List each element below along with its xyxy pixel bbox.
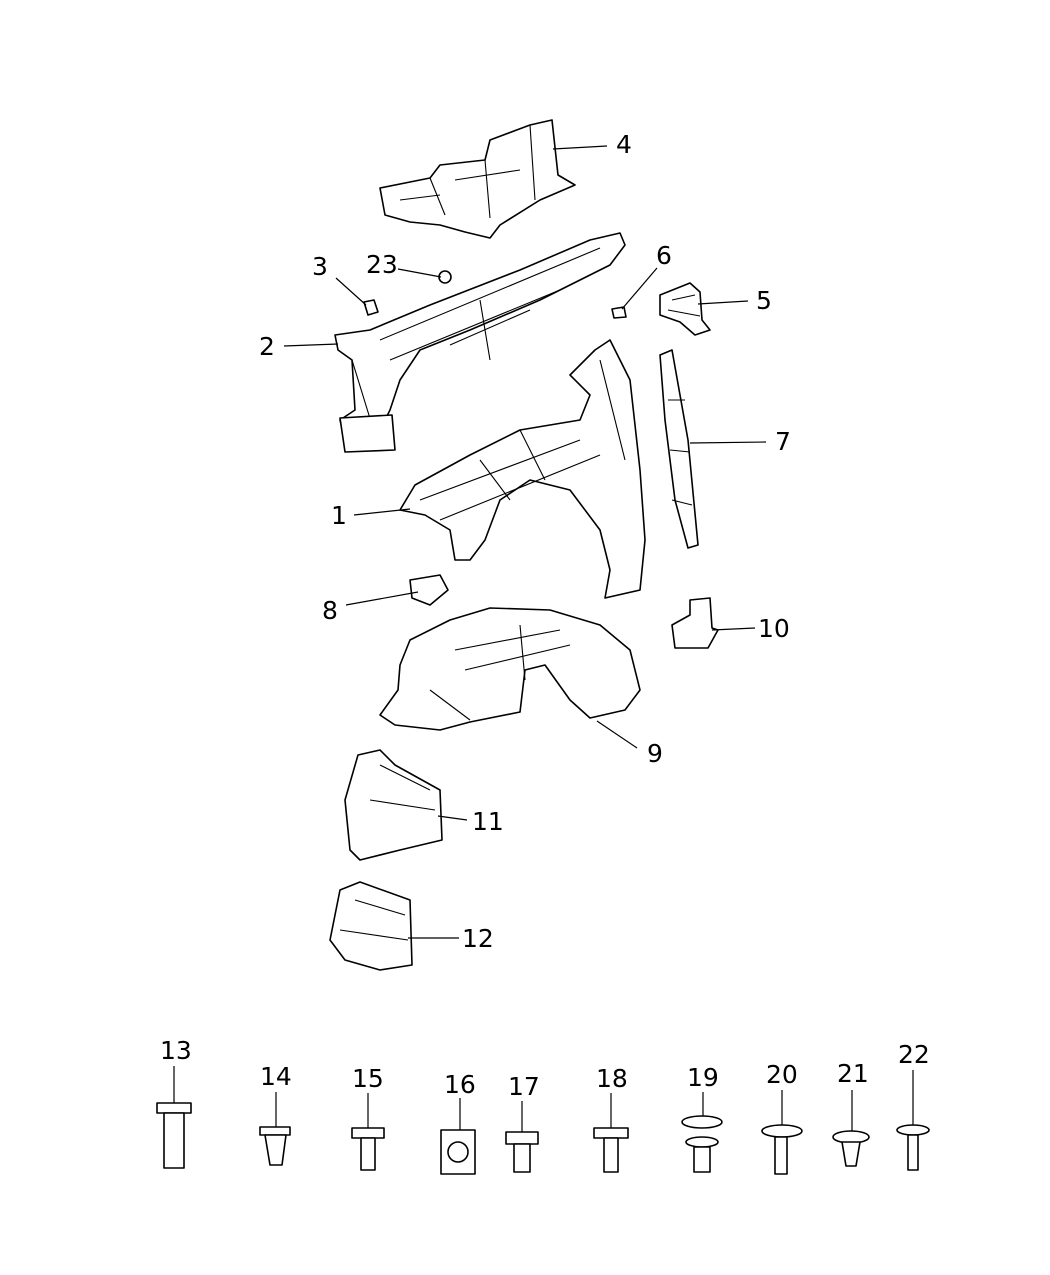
- leader-lines: [173, 145, 914, 1132]
- callout-20: 20: [766, 1060, 798, 1089]
- callout-18: 18: [596, 1064, 628, 1093]
- callout-13: 13: [160, 1036, 192, 1065]
- callout-4: 4: [616, 130, 632, 159]
- callout-23: 23: [366, 250, 398, 279]
- part-2-frame: [334, 232, 626, 453]
- callout-9: 9: [647, 739, 663, 768]
- fastener-18-bolt: [593, 1127, 629, 1173]
- callout-16: 16: [444, 1070, 476, 1099]
- callout-17: 17: [508, 1072, 540, 1101]
- fastener-22-pin: [896, 1124, 930, 1171]
- fastener-14-rivet: [259, 1126, 291, 1166]
- fastener-17-bolt: [505, 1131, 539, 1173]
- part-6-clip: [611, 306, 627, 319]
- callout-5: 5: [756, 286, 772, 315]
- callout-19: 19: [687, 1063, 719, 1092]
- fastener-21-pushpin: [832, 1130, 870, 1167]
- part-5-bracket: [659, 282, 711, 336]
- part-7-seal: [659, 349, 699, 549]
- callout-8: 8: [322, 596, 338, 625]
- callout-21: 21: [837, 1059, 869, 1088]
- part-4-bracket: [379, 119, 576, 239]
- part-9-liner: [379, 607, 641, 731]
- fastener-13-bolt: [156, 1102, 192, 1169]
- fastener-15-bolt: [351, 1127, 385, 1171]
- callout-14: 14: [260, 1062, 292, 1091]
- callout-11: 11: [472, 807, 504, 836]
- fastener-20-bolt: [761, 1124, 803, 1175]
- callout-12: 12: [462, 924, 494, 953]
- callout-7: 7: [775, 427, 791, 456]
- part-1-fender: [399, 339, 646, 599]
- callout-10: 10: [758, 614, 790, 643]
- callout-6: 6: [656, 241, 672, 270]
- callout-22: 22: [898, 1040, 930, 1069]
- callout-3: 3: [312, 252, 328, 281]
- fastener-19-clip: [681, 1115, 723, 1173]
- part-3-clip: [363, 299, 379, 316]
- part-12-shield: [329, 881, 413, 971]
- callout-1: 1: [331, 501, 347, 530]
- fastener-16-nut: [440, 1129, 476, 1175]
- callout-2: 2: [259, 332, 275, 361]
- part-10-bracket: [671, 597, 719, 649]
- part-11-shield: [344, 749, 443, 861]
- part-8-bracket: [409, 574, 449, 606]
- callout-15: 15: [352, 1064, 384, 1093]
